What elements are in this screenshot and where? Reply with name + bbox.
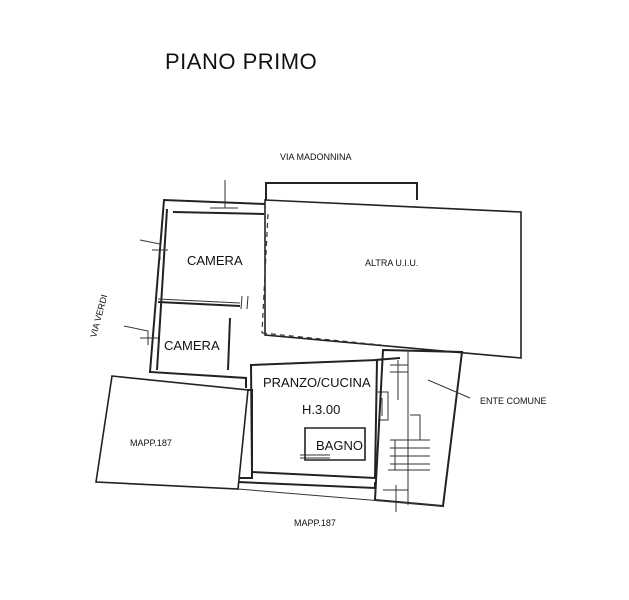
room-label-bagno: BAGNO	[316, 438, 363, 453]
pranzo-top-right	[374, 357, 401, 361]
ente-comune-walls	[373, 348, 464, 508]
window-left-1	[139, 239, 161, 260]
interior-jamb	[376, 391, 389, 421]
bottom-boundary	[237, 488, 444, 507]
pranzo-bottom-outer	[237, 478, 376, 490]
room-label-camera-2: CAMERA	[164, 338, 220, 353]
label-mapp-bottom: MAPP.187	[294, 518, 336, 528]
room-label-altra-uiu: ALTRA U.I.U.	[365, 258, 418, 268]
room-label-height: H.3.00	[302, 402, 340, 417]
window-left-2	[123, 325, 149, 345]
main-outer-wall	[148, 198, 266, 388]
camera-partition-inner	[157, 298, 241, 304]
main-inner-wall-top	[172, 211, 265, 215]
room-label-camera-1: CAMERA	[187, 253, 243, 268]
bagno-box	[304, 427, 366, 461]
top-strip	[265, 182, 418, 200]
mapp-left-block	[95, 375, 249, 490]
door-mark-2	[246, 295, 249, 310]
room-label-pranzo-cucina: PRANZO/CUCINA	[263, 375, 371, 390]
label-ente-comune: ENTE COMUNE	[480, 396, 547, 406]
plan-title: PIANO PRIMO	[165, 49, 317, 74]
street-label-top: VIA MADONNINA	[280, 152, 352, 162]
ente-comune-leader	[427, 379, 471, 399]
altra-uiu-dashed-left	[261, 213, 269, 334]
altra-uiu-dashed-bottom	[261, 332, 382, 346]
camera-partition	[157, 301, 241, 307]
ente-comune-door	[410, 414, 421, 441]
door-mark-1	[240, 295, 243, 310]
main-inner-wall-left	[156, 208, 168, 371]
camera-2-right-wall	[227, 317, 231, 371]
label-mapp-left: MAPP.187	[130, 438, 172, 448]
street-label-left: VIA VERDI	[88, 293, 109, 338]
altra-uiu-block	[264, 199, 522, 359]
